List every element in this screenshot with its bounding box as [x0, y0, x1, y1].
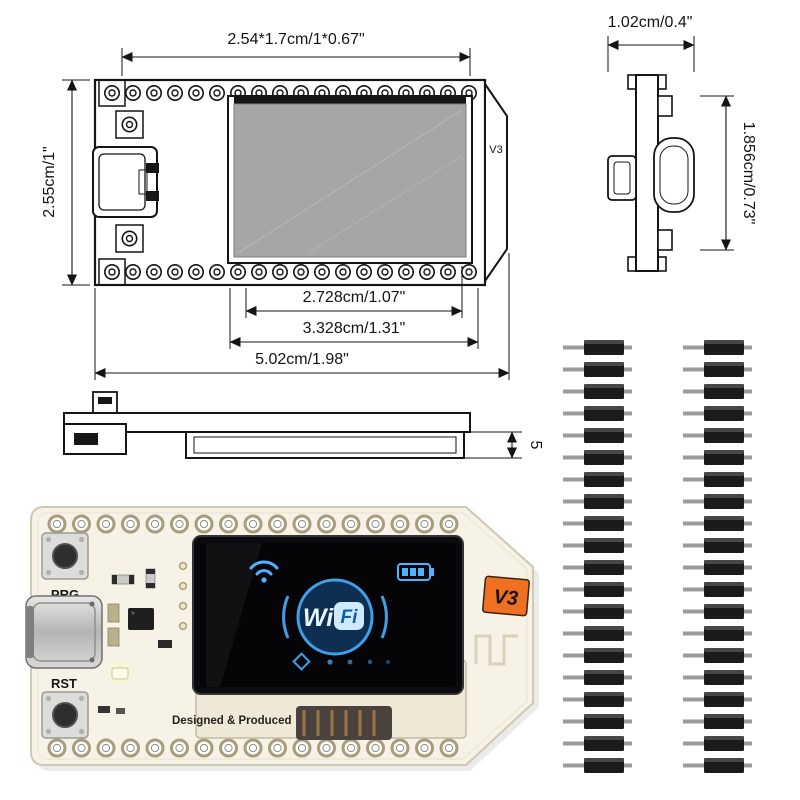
- svg-text:2.728cm/1.07": 2.728cm/1.07": [303, 289, 406, 306]
- pin-header-strip-right: [683, 340, 752, 773]
- rst-button: RST: [41, 676, 89, 739]
- smd-components: [98, 561, 188, 714]
- dimension-screen-width: 2.728cm/1.07": [245, 266, 463, 318]
- usb-connector-top-view: [92, 146, 159, 218]
- board-photo: PRG RST: [25, 506, 539, 771]
- profile-view-drawing: 5: [63, 391, 544, 459]
- photo-pin-holes-top-row: [47, 514, 459, 534]
- usb-c-connector: [25, 595, 103, 669]
- dimension-side-width: 1.02cm/0.4": [607, 14, 695, 72]
- oled-screen-top-view: [227, 95, 473, 264]
- battery-icon: [397, 563, 434, 581]
- pad-square-mid-upper: [115, 110, 144, 139]
- svg-text:5: 5: [527, 441, 544, 450]
- top-view-drawing: V3: [41, 31, 510, 380]
- wifi-logo: Wi Fi: [282, 578, 388, 656]
- svg-text:2.55cm/1": 2.55cm/1": [41, 146, 58, 218]
- svg-text:1.02cm/0.4": 1.02cm/0.4": [608, 14, 693, 31]
- dimension-thickness: 5: [464, 431, 544, 459]
- status-dots: [292, 652, 390, 671]
- svg-text:5.02cm/1.98": 5.02cm/1.98": [255, 351, 349, 368]
- dimension-header-width: 2.54*1.7cm/1*0.67": [121, 31, 471, 76]
- pad-square-bottom-left: [98, 258, 126, 286]
- oled-display-module: Designed & Produced: [172, 535, 467, 740]
- wifi-logo-wi: Wi: [303, 604, 334, 632]
- antenna-trace: [474, 634, 518, 666]
- side-view-part: [607, 74, 695, 272]
- dimension-board-height: 2.55cm/1": [41, 79, 90, 286]
- dimension-module-width: 3.328cm/1.31": [229, 288, 479, 349]
- svg-text:2.54*1.7cm/1*0.67": 2.54*1.7cm/1*0.67": [227, 31, 364, 48]
- svg-text:3.328cm/1.31": 3.328cm/1.31": [303, 320, 406, 337]
- v3-badge-label: V3: [493, 586, 519, 610]
- side-view-drawing: 1.02cm/0.4" 1.856cm/0.73": [607, 14, 757, 272]
- antenna-section-outline: [484, 80, 508, 285]
- photo-pin-holes-bottom-row: [47, 738, 459, 758]
- side-view-usb: [607, 155, 637, 201]
- ic-chip: [128, 608, 154, 630]
- wifi-signal-icon: [249, 560, 279, 583]
- dimension-board-width: 5.02cm/1.98": [94, 253, 510, 380]
- silkscreen-text: Designed & Produced: [172, 715, 292, 727]
- flex-cable: [296, 706, 392, 740]
- wifi-logo-fi: Fi: [341, 607, 359, 628]
- svg-text:1.856cm/0.73": 1.856cm/0.73": [740, 122, 757, 225]
- led: [111, 667, 129, 680]
- pad-square-mid-lower: [115, 224, 144, 253]
- v3-badge: V3: [482, 575, 530, 617]
- profile-oled-bar: [185, 431, 465, 459]
- pin-header-strip-left: [563, 340, 632, 773]
- pad-square-top-left: [98, 79, 126, 107]
- dimension-side-height: 1.856cm/0.73": [700, 95, 757, 251]
- side-view-connector-oval: [653, 137, 695, 213]
- rst-label: RST: [51, 676, 77, 691]
- top-view-version-label: V3: [489, 144, 502, 156]
